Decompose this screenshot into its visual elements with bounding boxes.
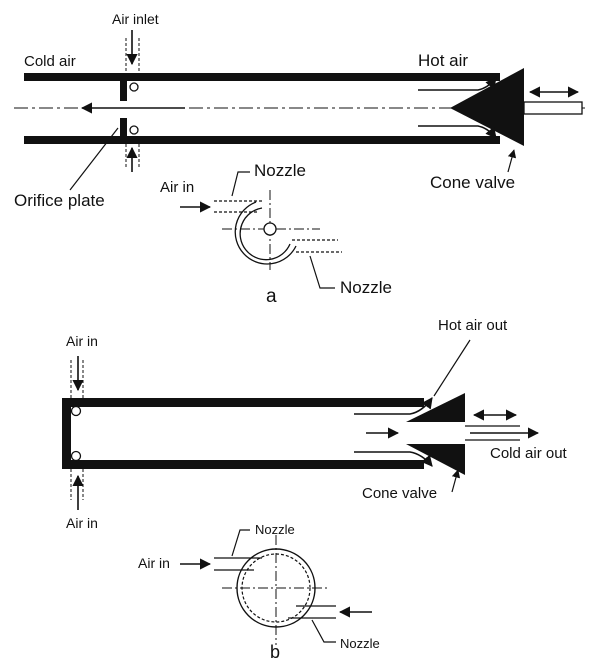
- label-cone-valve-b: Cone valve: [362, 485, 437, 502]
- label-air-in-b-bottom: Air in: [66, 515, 98, 531]
- inlet-port-bottom: [129, 125, 139, 135]
- valve-stem-a: [523, 101, 583, 115]
- label-air-in-a: Air in: [160, 179, 194, 196]
- hot-air-flow-arrow-top: [418, 77, 497, 91]
- label-cold-air: Cold air: [24, 53, 76, 70]
- label-nozzle-a-bottom: Nozzle: [340, 278, 392, 297]
- nozzle-leader-top-b: [231, 529, 250, 557]
- tube-a-top-wall: [24, 73, 500, 81]
- label-air-inlet: Air inlet: [112, 11, 159, 27]
- label-nozzle-b-top: Nozzle: [255, 522, 295, 537]
- diagram-a: [14, 30, 585, 289]
- caption-a: a: [266, 286, 277, 307]
- cone-valve-b-lower: [406, 444, 465, 475]
- nozzle-leader-top-a: [231, 171, 250, 197]
- hot-air-out-leader: [433, 339, 471, 397]
- label-hot-air-out: Hot air out: [438, 317, 508, 334]
- label-nozzle-a-top: Nozzle: [254, 161, 306, 180]
- cone-valve-a: [450, 68, 524, 146]
- orifice-plate-top: [120, 81, 127, 101]
- inlet-port-b-bottom: [70, 450, 82, 462]
- nozzle-leader-bottom-a: [309, 255, 335, 289]
- inlet-port-b-top: [70, 405, 82, 417]
- label-orifice-plate: Orifice plate: [14, 191, 105, 210]
- label-cold-air-out: Cold air out: [490, 445, 568, 462]
- label-air-in-b-side: Air in: [138, 555, 170, 571]
- hot-air-flow-arrow-b-top: [354, 397, 433, 415]
- cone-valve-leader-b: [451, 469, 461, 493]
- tube-a-bottom-wall: [24, 136, 500, 144]
- orifice-leader: [69, 127, 119, 191]
- label-air-in-b-top: Air in: [66, 333, 98, 349]
- inlet-port-top: [129, 82, 139, 92]
- label-cone-valve-a: Cone valve: [430, 173, 515, 192]
- diagram-b: [62, 339, 540, 645]
- nozzle-detail-b: [180, 529, 372, 645]
- nozzle-leader-bottom-b: [311, 619, 336, 643]
- label-nozzle-b-bottom: Nozzle: [340, 636, 380, 651]
- tube-b-top-wall: [62, 398, 424, 407]
- caption-b: b: [270, 642, 280, 661]
- cone-valve-leader-a: [507, 149, 517, 173]
- hot-air-flow-arrow-b-bottom: [354, 451, 433, 467]
- tube-b-bottom-wall: [62, 460, 424, 469]
- orifice-plate-bottom: [120, 118, 127, 136]
- label-hot-air: Hot air: [418, 51, 468, 70]
- tube-b-end-wall: [62, 398, 71, 469]
- cone-valve-b: [406, 393, 465, 422]
- nozzle-detail-a: [180, 171, 342, 289]
- hot-air-flow-arrow-bottom: [418, 125, 497, 139]
